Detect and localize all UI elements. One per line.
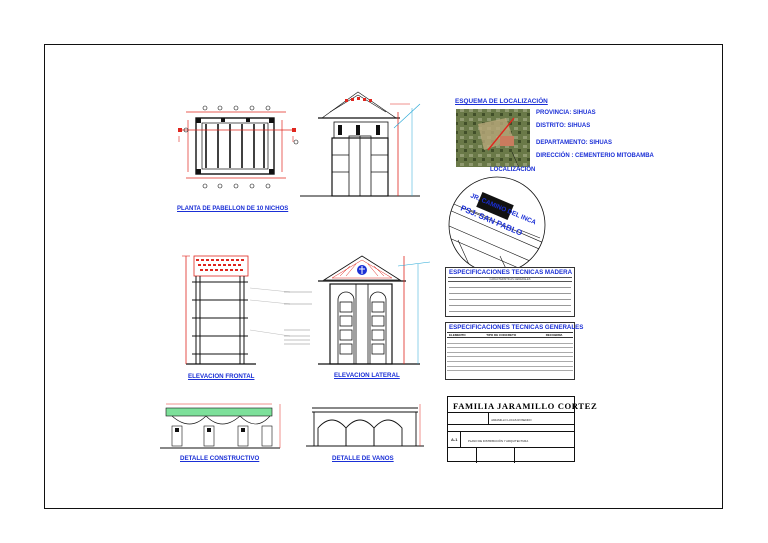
elevacion-lateral-label: ELEVACION LATERAL	[334, 372, 400, 379]
spec-madera-title: ESPECIFICACIONES TECNICAS MADERA	[449, 269, 573, 276]
spec-header-tipo: TIPO DE CONCRETO	[486, 333, 517, 337]
spec-generales-table: ESPECIFICACIONES TECNICAS GENERALES ELEM…	[445, 322, 584, 380]
planta-label: PLANTA DE PABELLON DE 10 NICHOS	[177, 206, 289, 212]
spec-header-recubrim: RECUBRIM.	[545, 333, 563, 337]
title-block: FAMILIA JARAMILLO CORTEZ JARAMILLO LUCAS…	[447, 396, 597, 463]
spec-madera-table: ESPECIFICACIONES TECNICAS MADERA CARACTE…	[445, 267, 575, 317]
location-provincia: PROVINCIA: SIHUAS	[536, 110, 596, 116]
elevacion-frontal-label: ELEVACION FRONTAL	[188, 373, 255, 380]
spec-header-elemento: ELEMENTO	[449, 333, 466, 337]
spec-generales-title: ESPECIFICACIONES TECNICAS GENERALES	[449, 324, 584, 331]
detalle-vanos-label: DETALLE DE VANOS	[332, 455, 394, 462]
location-departamento: DEPARTAMENTO: SIHUAS	[536, 140, 613, 146]
title-block-family: FAMILIA JARAMILLO CORTEZ	[453, 401, 598, 411]
location-localizacion: LOCALIZACIÓN	[490, 167, 536, 173]
detalle-constructivo-label: DETALLE CONSTRUCTIVO	[180, 455, 260, 462]
drawing-sheet-frame	[44, 44, 723, 509]
title-block-owner: JARAMILLO LUCAS ROSENDO	[491, 418, 532, 422]
title-block-plan: PLANO DE DISTRIBUCIÓN Y ARQUITECTURA	[468, 439, 529, 443]
location-direccion: DIRECCIÓN : CEMENTERIO MITOBAMBA	[536, 153, 654, 159]
location-distrito: DISTRITO: SIHUAS	[536, 123, 591, 129]
location-title: ESQUEMA DE LOCALIZACIÓN	[455, 98, 548, 105]
title-block-sheet: A-1	[451, 437, 458, 442]
spec-madera-subtitle: CARACTERISTICAS GENERALES	[448, 277, 572, 282]
